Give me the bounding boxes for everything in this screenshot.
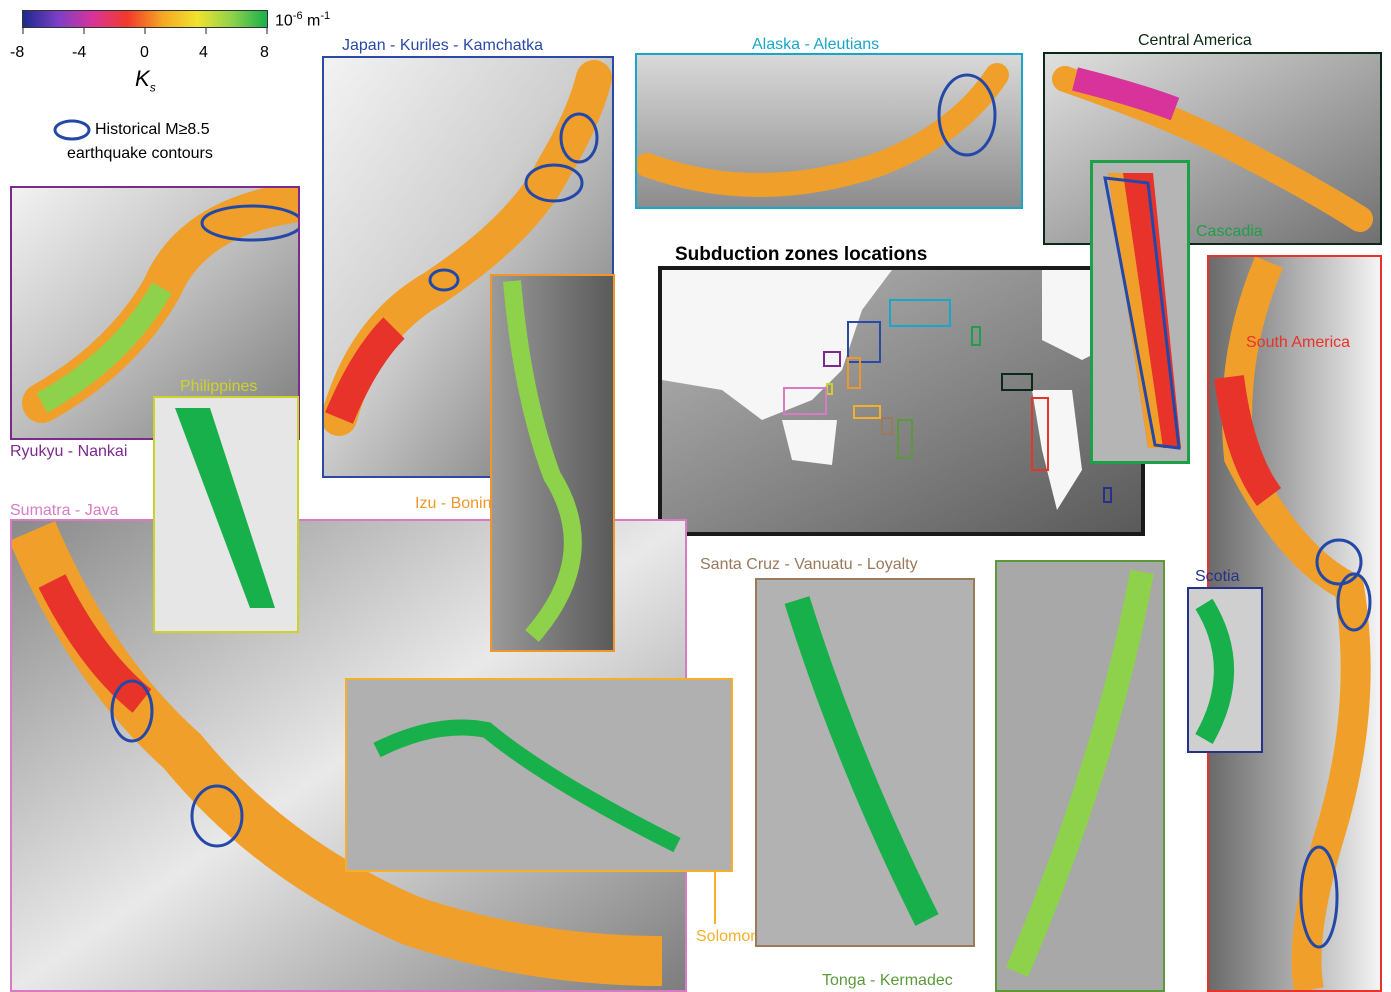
map-title: Subduction zones locations bbox=[675, 244, 928, 265]
panel-tonga-kermadec bbox=[995, 560, 1165, 992]
colorbar-tick-label: 4 bbox=[199, 44, 208, 61]
legend-line1: Historical M≥8.5 bbox=[95, 121, 210, 138]
panel-label: Japan - Kuriles - Kamchatka bbox=[342, 37, 543, 54]
panel-south-america bbox=[1207, 255, 1382, 992]
panel-label: Alaska - Aleutians bbox=[752, 36, 880, 53]
colorbar bbox=[22, 10, 268, 28]
legend-contour-icon bbox=[52, 118, 92, 142]
panel-scotia bbox=[1187, 587, 1263, 753]
panel-solomon-islands bbox=[345, 678, 733, 872]
panel-izu-bonin bbox=[490, 274, 615, 652]
panel-label: Tonga - Kermadec bbox=[822, 972, 953, 989]
panel-alaska-aleutians bbox=[635, 53, 1023, 209]
panel-label: Ryukyu - Nankai bbox=[10, 443, 128, 460]
panel-philippines bbox=[153, 396, 299, 633]
colorbar-symbol: Ks bbox=[135, 66, 156, 95]
colorbar-tick-label: -8 bbox=[10, 44, 25, 61]
panel-label: Cascadia bbox=[1196, 223, 1263, 240]
solomon-leader-line bbox=[714, 872, 716, 924]
colorbar-ticks bbox=[22, 28, 268, 36]
panel-cascadia bbox=[1090, 160, 1190, 464]
legend-line2: earthquake contours bbox=[67, 145, 213, 162]
panel-santa-cruz-vanuatu-loyalty bbox=[755, 578, 975, 947]
panel-label: Philippines bbox=[180, 378, 258, 395]
world-map bbox=[658, 266, 1145, 536]
panel-label: Scotia bbox=[1195, 568, 1240, 585]
panel-label: Central America bbox=[1138, 32, 1252, 49]
colorbar-tick-label: -4 bbox=[72, 44, 87, 61]
colorbar-tick-label: 8 bbox=[260, 44, 269, 61]
colorbar-unit: 10-6 m-1 bbox=[275, 10, 331, 30]
panel-label: Sumatra - Java bbox=[10, 502, 119, 519]
panel-label: Santa Cruz - Vanuatu - Loyalty bbox=[700, 556, 918, 573]
panel-label: South America bbox=[1246, 334, 1351, 351]
colorbar-tick-label: 0 bbox=[140, 44, 149, 61]
panel-label: Izu - Bonin bbox=[415, 495, 492, 512]
